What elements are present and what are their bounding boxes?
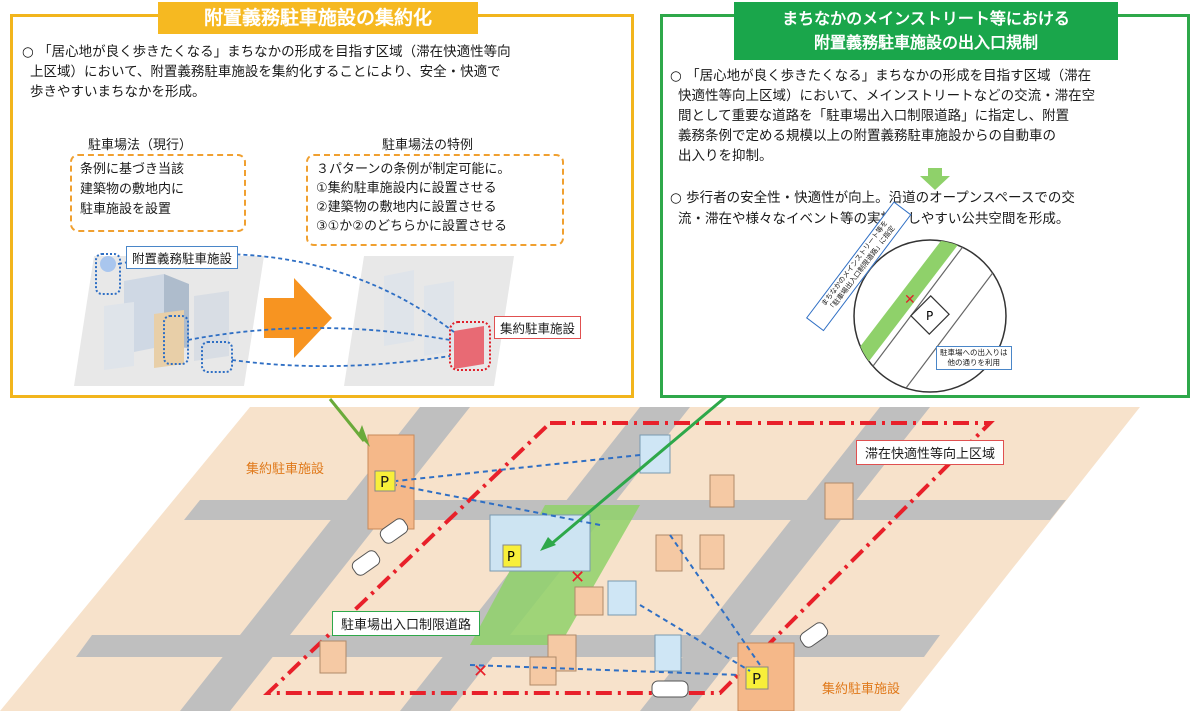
consolidation-illustration bbox=[74, 253, 514, 386]
consolidated-parking-right-label: 集約駐車施設 bbox=[822, 682, 901, 697]
callout-arrow-left bbox=[328, 398, 366, 442]
parking-sign-central bbox=[502, 544, 522, 568]
attached-parking-tag: 附置義務駐車施設 bbox=[126, 246, 239, 269]
right-panel-title: まちなかのメインストリート等における 附置義務駐車施設の出入口規制 bbox=[734, 2, 1118, 60]
right-bullet-2-line-1: ○ 歩行者の安全性・快適性が向上。沿道のオープンスペースでの交 bbox=[670, 190, 1075, 206]
restricted-street-area bbox=[470, 505, 640, 645]
right-bullet-1: ○ 「居心地が良く歩きたくなる」まちなかの形成を目指す区域（滞在 快適性等向上区… bbox=[670, 66, 1185, 166]
current-law-line-1: 条例に基づき当該 bbox=[80, 162, 185, 177]
parking-symbol-left: P bbox=[380, 473, 389, 491]
consolidated-parking-left-label: 集約駐車施設 bbox=[246, 462, 325, 477]
future-city-block bbox=[344, 256, 514, 386]
right-bullet-1-line-3: 間として重要な道路を「駐車場出入口制限道路」に指定し、附置 bbox=[678, 108, 1070, 124]
right-bullet-1-line-2: 快適性等向上区域）において、メインストリートなどの交流・滞在空 bbox=[678, 88, 1096, 104]
right-title-line-1: まちなかのメインストリート等における bbox=[782, 9, 1070, 28]
parking-symbol-central: P bbox=[507, 550, 515, 565]
city-map: P P P ✕ ✕ bbox=[0, 395, 1140, 711]
cars bbox=[351, 518, 829, 698]
current-city-block bbox=[74, 253, 264, 386]
right-bullet-2: ○ 歩行者の安全性・快適性が向上。沿道のオープンスペースでの交 流・滞在や様々な… bbox=[670, 188, 1185, 230]
special-line-1: ３パターンの条例が制定可能に。 bbox=[316, 162, 511, 177]
current-law-line-2: 建築物の敷地内に bbox=[80, 182, 185, 197]
transition-arrow-icon bbox=[264, 278, 332, 358]
special-heading: 駐車場法の特例 bbox=[382, 138, 474, 153]
right-bullet-1-line-4: 義務条例で定める規模以上の附置義務駐車施設からの自動車の bbox=[678, 128, 1056, 144]
left-bullet: ○ 「居心地が良く歩きたくなる」まちなかの形成を目指す区域（滞在快適性等向 上区… bbox=[22, 42, 622, 102]
flow-arrows bbox=[395, 454, 761, 676]
callout-arrow-right bbox=[549, 395, 729, 547]
down-arrow-icon bbox=[920, 168, 950, 190]
left-bullet-line-1: ○ 「居心地が良く歩きたくなる」まちなかの形成を目指す区域（滞在快適性等向 bbox=[22, 44, 511, 60]
special-line-4: ③①か②のどちらかに設置させる bbox=[316, 219, 507, 234]
parking-note-line-2: 他の通りを利用 bbox=[947, 358, 1001, 367]
right-bullet-1-line-1: ○ 「居心地が良く歩きたくなる」まちなかの形成を目指す区域（滞在 bbox=[670, 68, 1092, 84]
consolidated-parking-tag: 集約駐車施設 bbox=[494, 316, 582, 339]
current-law-heading: 駐車場法（現行） bbox=[88, 138, 193, 153]
parking-note: 駐車場への出入りは 他の通りを利用 bbox=[936, 346, 1012, 370]
parking-block bbox=[910, 295, 950, 335]
parking-note-line-1: 駐車場への出入りは bbox=[940, 348, 1008, 357]
left-bullet-line-3: 歩きやすいまちなかを形成。 bbox=[30, 84, 206, 100]
zone-label: 滞在快適性等向上区域 bbox=[856, 440, 1005, 465]
right-bullet-2-line-2: 流・滞在や様々なイベント等の実施がしやすい公共空間を形成。 bbox=[678, 211, 1070, 227]
right-title-line-2: 附置義務駐車施設の出入口規制 bbox=[813, 33, 1038, 52]
right-bullet-1-line-5: 出入りを抑制。 bbox=[678, 148, 773, 164]
restricted-road-label: 駐車場出入口制限道路 bbox=[332, 611, 481, 636]
entry-blocked-icon: ✕ bbox=[904, 292, 916, 308]
parking-symbol-right: P bbox=[752, 670, 761, 688]
inset-parking-symbol: P bbox=[926, 309, 933, 323]
current-law-box: 条例に基づき当該 建築物の敷地内に 駐車施設を設置 bbox=[70, 154, 246, 232]
parking-sign-left bbox=[374, 470, 396, 492]
left-panel-title: 附置義務駐車施設の集約化 bbox=[158, 2, 478, 34]
special-box: ３パターンの条例が制定可能に。 ①集約駐車施設内に設置させる ②建築物の敷地内に… bbox=[306, 154, 564, 246]
left-bullet-line-2: 上区域）において、附置義務駐車施設を集約化することにより、安全・快適で bbox=[30, 64, 501, 80]
parking-sign-right bbox=[745, 666, 769, 690]
blocked-entry-icon-2: ✕ bbox=[473, 661, 488, 682]
blocked-entry-icon: ✕ bbox=[570, 567, 585, 588]
current-law-line-3: 駐車施設を設置 bbox=[80, 202, 172, 217]
special-line-3: ②建築物の敷地内に設置させる bbox=[316, 200, 497, 215]
special-line-2: ①集約駐車施設内に設置させる bbox=[316, 181, 497, 196]
zone-boundary bbox=[263, 421, 995, 695]
